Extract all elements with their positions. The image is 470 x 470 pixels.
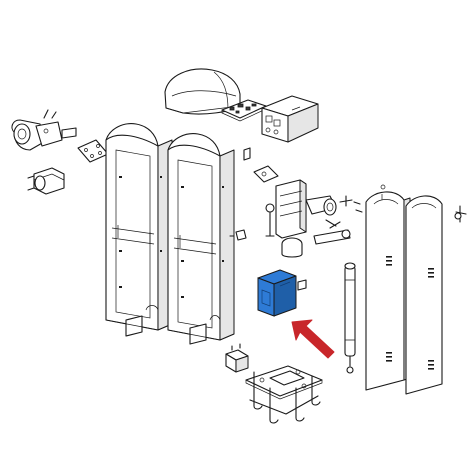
cabinet-door-right: [405, 195, 443, 395]
door-lock: [454, 205, 467, 223]
transformer: [225, 343, 249, 373]
barrier-cabinet-left: [105, 123, 173, 337]
cabinet-door-left: [365, 191, 411, 391]
top-cover: [164, 68, 241, 115]
foundation-plate: [245, 365, 323, 400]
vent-slots-upper: [386, 256, 392, 266]
control-box: [261, 95, 319, 143]
beam-bracket: [11, 109, 77, 151]
mounting-plate: [77, 139, 109, 163]
anchor-bolts: [249, 371, 321, 424]
highlighted-protection-box: [257, 269, 297, 317]
barrier-cabinet-right: [167, 133, 251, 345]
small-fasteners: [353, 184, 386, 213]
red-pointer-arrow: [291, 319, 335, 359]
vent-slots-right: [428, 268, 434, 370]
small-bracket: [297, 279, 307, 291]
gearmotor-assembly: [229, 165, 353, 258]
vent-slots-lower: [386, 352, 392, 362]
balance-spring: [344, 262, 356, 374]
spring-bracket: [27, 167, 65, 195]
